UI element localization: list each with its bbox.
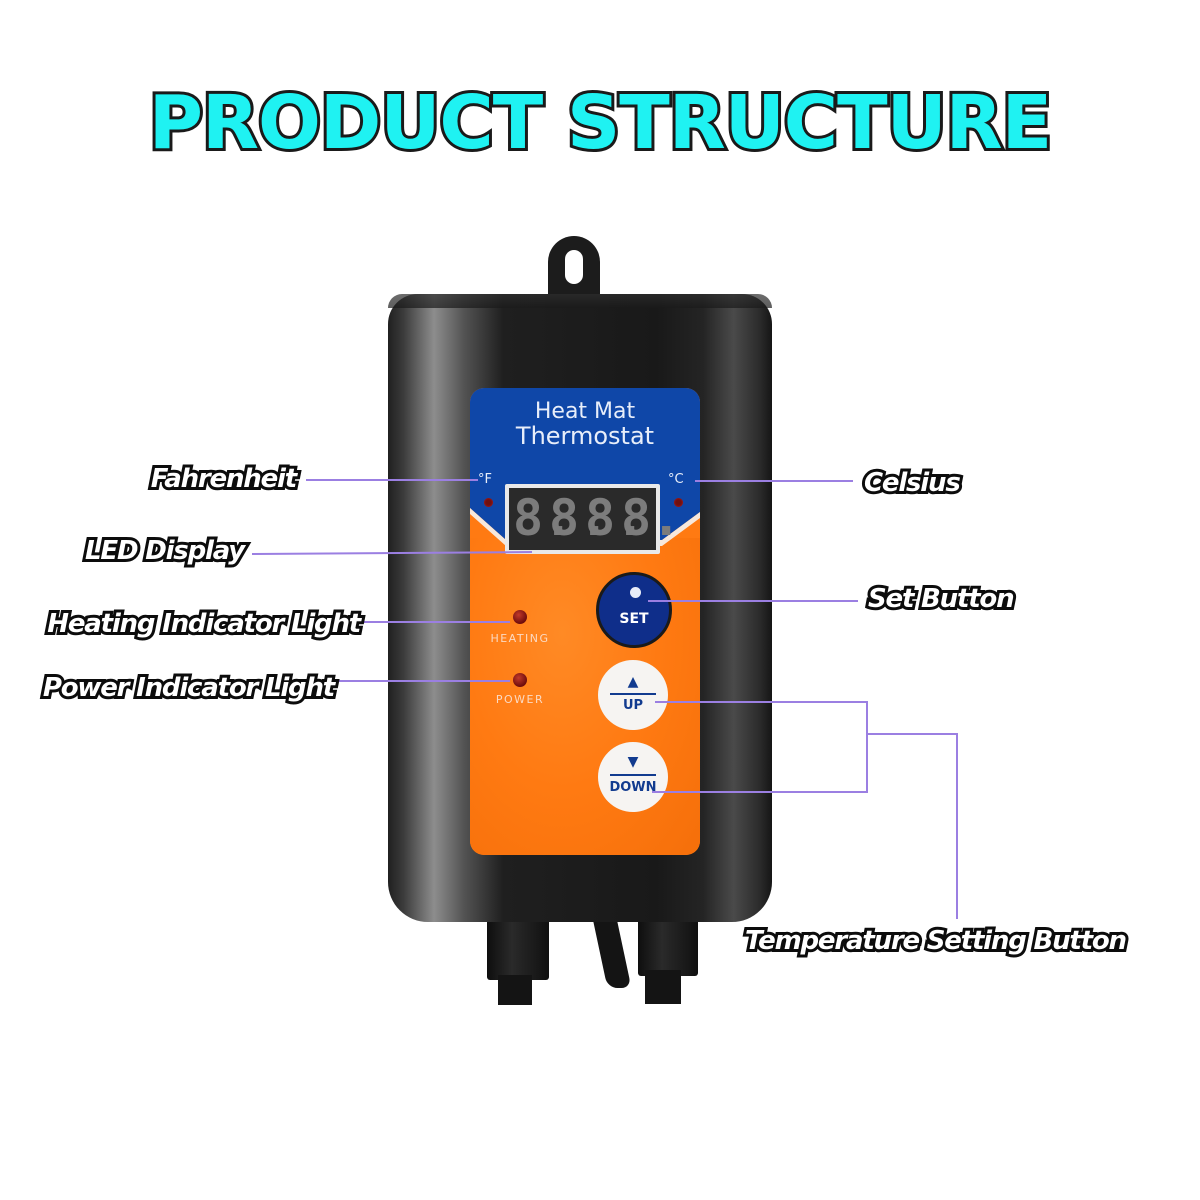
right-cable (645, 970, 681, 1004)
down-button-callout-line (652, 791, 867, 793)
up-button-rule (610, 693, 656, 695)
display-digit: 8. (585, 489, 646, 547)
fahrenheit-unit-label: °F (478, 472, 492, 487)
heating-callout-line (364, 621, 510, 623)
display-digit: 8. (549, 489, 610, 547)
up-button-callout-line (655, 701, 867, 703)
panel-title-line1: Heat Mat (534, 399, 636, 424)
celsius-callout: Celsius (861, 465, 964, 501)
down-button-rule (610, 774, 656, 776)
down-arrow-icon: ▼ (627, 754, 639, 770)
set-button-callout: Set Button (865, 581, 1018, 617)
led-display: 8. 8. 8. 8. (505, 484, 682, 554)
temperature-bracket-vertical (866, 701, 868, 793)
display-digit: 8. (513, 489, 574, 547)
power-indicator-led (513, 673, 527, 687)
set-button-callout-line (648, 600, 858, 602)
page-title: PRODUCT STRUCTURE (146, 77, 1055, 169)
left-cable (498, 975, 532, 1005)
front-panel: Heat Mat Thermostat °F °C 8. 8. 8. 8. HE… (470, 388, 700, 855)
power-callout-line (336, 680, 510, 682)
down-button-label: DOWN (609, 780, 657, 795)
set-button-dot (630, 587, 641, 598)
celsius-callout-line (695, 480, 853, 482)
up-arrow-icon: ▲ (627, 674, 639, 690)
celsius-unit-label: °C (668, 472, 684, 487)
set-button-label: SET (619, 611, 649, 627)
panel-title-line2: Thermostat (515, 422, 655, 450)
panel-title: Heat Mat Thermostat (470, 399, 700, 450)
fahrenheit-callout-line (306, 479, 478, 481)
temperature-bracket-drop (956, 733, 958, 919)
right-cable-strain-relief (638, 918, 698, 976)
down-button[interactable]: ▼ DOWN (598, 742, 668, 812)
temperature-setting-callout: Temperature Setting Button (742, 923, 1130, 959)
temperature-bracket-connector (866, 733, 958, 735)
up-button[interactable]: ▲ UP (598, 660, 668, 730)
led-display-callout: LED Display (82, 533, 248, 569)
heating-indicator-label: HEATING (490, 632, 550, 645)
middle-cable (592, 918, 632, 988)
display-digit: 8. (621, 489, 682, 547)
left-cable-strain-relief (487, 918, 549, 980)
set-button[interactable]: SET (596, 572, 672, 648)
hanger-hole (565, 250, 583, 284)
celsius-led (674, 498, 683, 507)
fahrenheit-callout: Fahrenheit (148, 461, 300, 497)
heating-indicator-led (513, 610, 527, 624)
fahrenheit-led (484, 498, 493, 507)
led-display-screen: 8. 8. 8. 8. (509, 488, 682, 550)
power-indicator-label: POWER (495, 693, 545, 706)
heating-indicator-callout: Heating Indicator Light (44, 606, 364, 642)
power-indicator-callout: Power Indicator Light (40, 670, 338, 706)
housing-top-edge (388, 294, 772, 308)
up-button-label: UP (622, 698, 644, 713)
